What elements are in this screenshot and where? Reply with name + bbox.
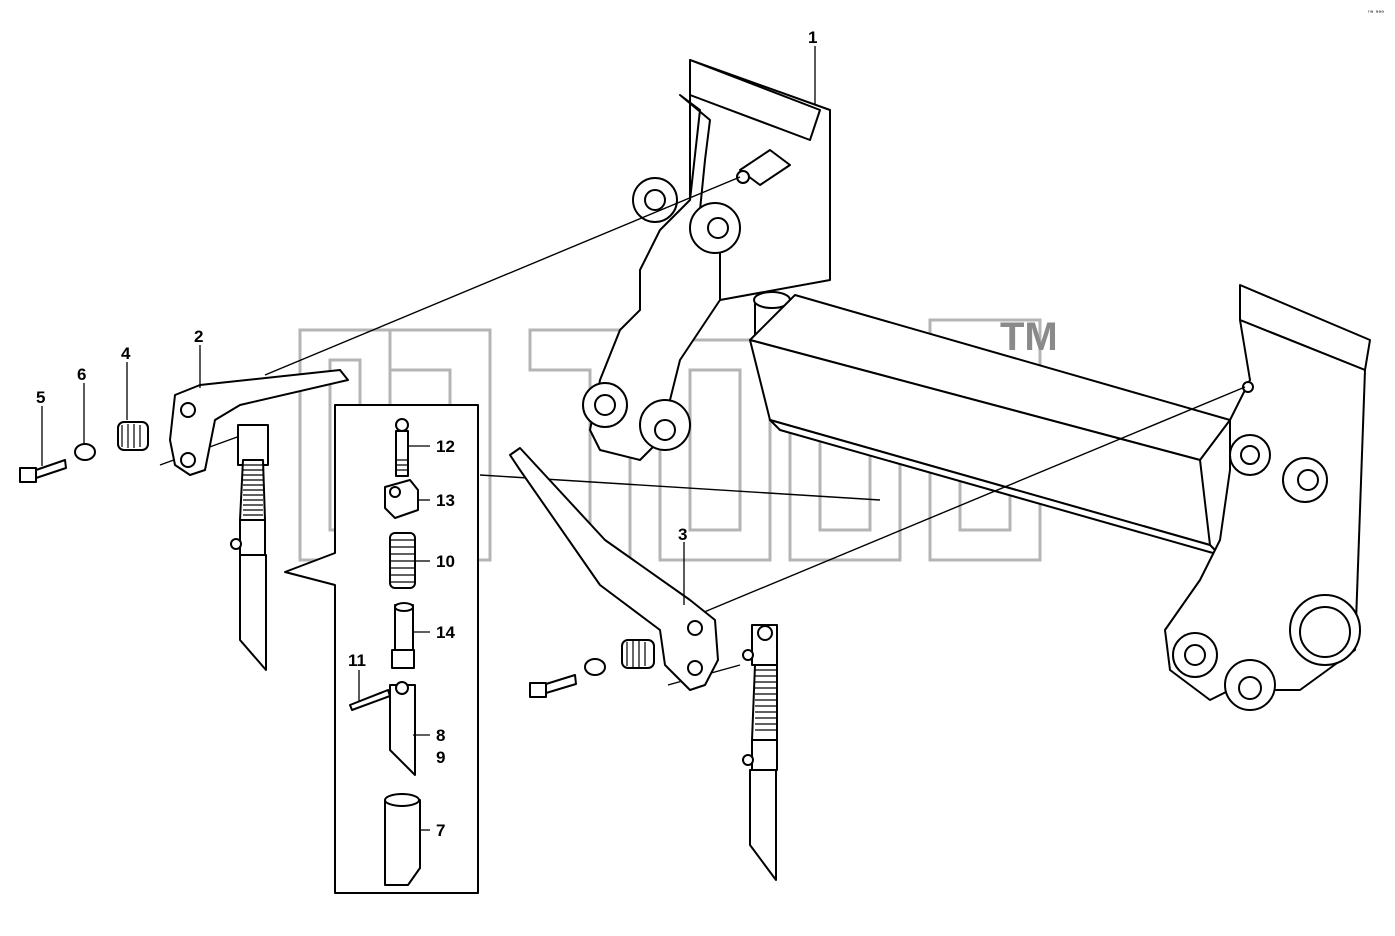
leaders [41, 46, 816, 831]
callout-2: 2 [194, 327, 203, 346]
callout-1: 1 [808, 28, 817, 47]
right-lever [509, 447, 719, 691]
frame-assembly [582, 59, 1371, 711]
callout-8: 8 [436, 726, 445, 745]
callout-9: 9 [436, 748, 445, 767]
callout-14: 14 [436, 623, 455, 642]
callout-3: 3 [678, 525, 687, 544]
left-lever [169, 369, 349, 671]
left-washer [74, 443, 96, 461]
callout-6: 6 [77, 365, 86, 384]
callout-11: 11 [348, 651, 366, 670]
right-plunger [742, 624, 778, 881]
detail-inset [284, 404, 479, 894]
callout-4: 4 [121, 344, 131, 363]
right-washer [584, 658, 606, 676]
callout-7: 7 [436, 821, 445, 840]
corner-mark: ⁿᵃ ᵃᵃᵃ [1368, 9, 1384, 17]
watermark-trademark: TM [1000, 315, 1058, 359]
right-bolt [529, 674, 577, 698]
guide-line-left [264, 176, 741, 376]
callout-10: 10 [436, 552, 455, 571]
guide-line-right [684, 386, 1246, 621]
right-spring [621, 639, 655, 669]
left-spring [117, 421, 149, 451]
callout-5: 5 [36, 388, 45, 407]
left-bolt [19, 459, 67, 483]
callout-12: 12 [436, 437, 455, 456]
callout-13: 13 [436, 491, 455, 510]
